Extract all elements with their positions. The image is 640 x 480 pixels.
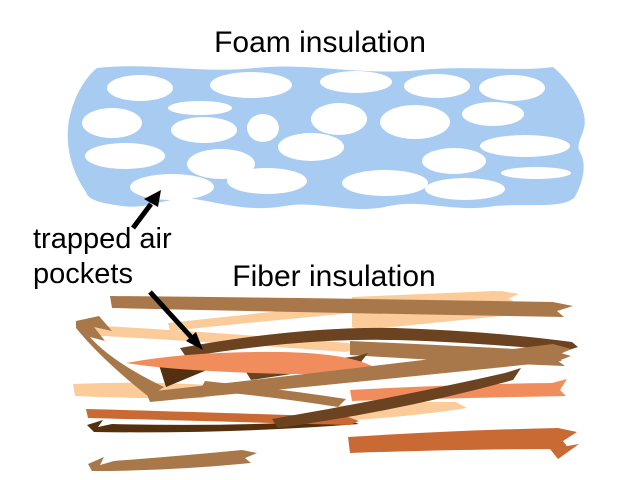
fiber-strand: [272, 368, 521, 428]
air-pocket: [422, 148, 486, 174]
air-pocket: [501, 167, 571, 179]
fiber-strand: [200, 381, 346, 407]
fiber-strand: [76, 316, 164, 397]
air-pocket: [278, 133, 344, 161]
air-pocket: [425, 178, 505, 200]
air-pocket: [227, 168, 307, 194]
fiber-strand: [180, 327, 578, 357]
fiber-strand: [550, 444, 579, 459]
air-pocket: [210, 72, 292, 98]
arrow-shaft: [131, 202, 153, 230]
air-pocket: [85, 143, 165, 169]
fiber-strand: [84, 325, 361, 352]
air-pocket: [380, 105, 450, 139]
air-pocket: [82, 108, 142, 138]
arrow-head: [144, 190, 161, 207]
air-pocket: [320, 71, 392, 93]
air-pocket: [130, 174, 214, 200]
fiber-strand: [88, 450, 257, 471]
arrow-to-foam-pocket: [131, 190, 161, 230]
fiber-strand: [126, 351, 372, 375]
fiber-strand: [348, 428, 577, 453]
air-pocket: [342, 170, 428, 196]
trapped-air-label-line2: pockets: [33, 258, 133, 290]
diagram-labels: Foam insulation trapped air pockets Fibe…: [33, 26, 436, 293]
air-pocket: [479, 75, 545, 101]
arrow-shaft: [148, 290, 194, 340]
fiber-diagram: [73, 291, 579, 471]
air-pocket: [168, 101, 232, 115]
arrow-to-fiber-gap: [148, 290, 203, 350]
air-pocket: [311, 103, 367, 135]
air-pocket: [171, 117, 237, 143]
fiber-strand-dark-diagonal: [272, 368, 521, 428]
foam-diagram: [67, 66, 585, 210]
air-pocket: [480, 135, 570, 157]
arrow-head: [186, 332, 203, 350]
air-pockets: [82, 71, 571, 200]
fiber-strand: [110, 296, 573, 317]
air-pocket: [107, 75, 173, 101]
air-pocket: [462, 102, 524, 126]
air-pocket: [404, 74, 470, 98]
annotation-arrows: [131, 190, 203, 350]
trapped-air-label-line1: trapped air: [33, 223, 172, 255]
fiber-title: Fiber insulation: [232, 260, 435, 293]
foam-title: Foam insulation: [214, 26, 426, 59]
fiber-strands-tan-lower: [88, 344, 571, 471]
air-pocket: [247, 114, 279, 142]
air-pocket: [187, 149, 255, 179]
